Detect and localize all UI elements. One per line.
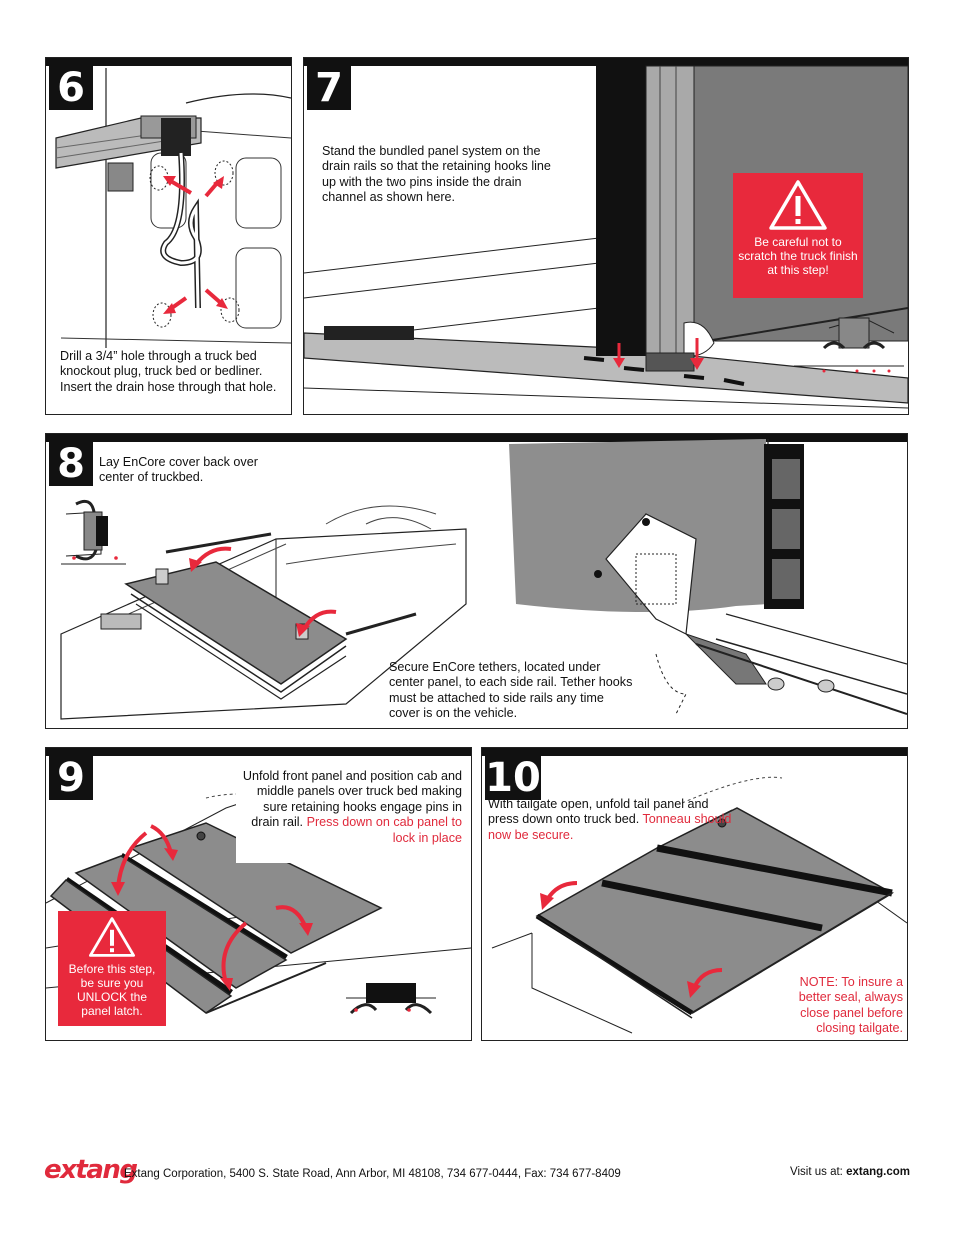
step-7-panel: 7 Stand the bundled panel s	[303, 57, 909, 415]
step-9-warning-text: Before this step, be sure you UNLOCK the…	[68, 962, 156, 1018]
step-9-text-black: Unfold front panel and position cab and …	[242, 769, 462, 830]
step-10-illustration	[491, 776, 907, 1034]
step-7-warning-text: Be careful not to scratch the truck fini…	[738, 235, 858, 277]
step-8-text-top: Lay EnCore cover back over center of tru…	[99, 455, 258, 485]
step-9-warning-box: Before this step, be sure you UNLOCK the…	[58, 911, 166, 1026]
step-9-number: 9	[49, 756, 93, 800]
step-8-illustration	[60, 439, 907, 720]
step-9-topbar	[46, 748, 471, 756]
step-8-panel: 8 Lay EnCore cover back over center of t…	[45, 433, 908, 729]
warning-triangle-icon	[89, 917, 135, 957]
step-9-panel: 9 Unfold front panel and position cab an…	[45, 747, 472, 1041]
step-10-text-black: With tailgate open, unfold tail panel an…	[488, 797, 709, 827]
step-10-text: With tailgate open, unfold tail panel an…	[488, 797, 738, 843]
step-7-topbar	[304, 58, 908, 66]
step-10-note: NOTE: To insure a better seal, always cl…	[798, 975, 903, 1036]
step-10-number: 10	[485, 755, 541, 801]
step-9-text-block	[236, 768, 463, 863]
footer-visit-label: Visit us at:	[790, 1166, 843, 1178]
warning-triangle-icon	[769, 180, 827, 230]
step-7-text: Stand the bundled panel system on the dr…	[322, 144, 551, 205]
footer: extang Extang Corporation, 5400 S. State…	[44, 1155, 910, 1185]
step-9-text-red: Press down on cab panel to lock in place	[306, 815, 462, 845]
footer-visit: Visit us at: extang.com	[790, 1166, 910, 1178]
footer-visit-link[interactable]: extang.com	[846, 1166, 910, 1178]
step-10-topbar	[482, 748, 907, 756]
step-10-panel: 10 With tailgate open, unfold tail panel…	[481, 747, 908, 1041]
step-7-number: 7	[307, 66, 351, 110]
step-6-panel: 6 Drill a 3/4” hole through a tr	[45, 57, 292, 415]
footer-address: Extang Corporation, 5400 S. State Road, …	[124, 1168, 621, 1180]
step-8-topbar	[46, 434, 907, 442]
step-9-text: Unfold front panel and position cab and …	[238, 769, 462, 846]
step-8-number: 8	[49, 442, 93, 486]
extang-logo: extang	[44, 1155, 138, 1185]
step-6-number: 6	[49, 66, 93, 110]
step-6-illustration	[55, 68, 291, 348]
step-6-topbar	[46, 58, 291, 66]
step-8-text-bottom: Secure EnCore tethers, located under cen…	[389, 660, 633, 721]
step-10-text-red: Tonneau should now be secure.	[488, 812, 732, 842]
step-6-text: Drill a 3/4” hole through a truck bed kn…	[60, 349, 277, 394]
step-7-warning-box: Be careful not to scratch the truck fini…	[733, 173, 863, 298]
